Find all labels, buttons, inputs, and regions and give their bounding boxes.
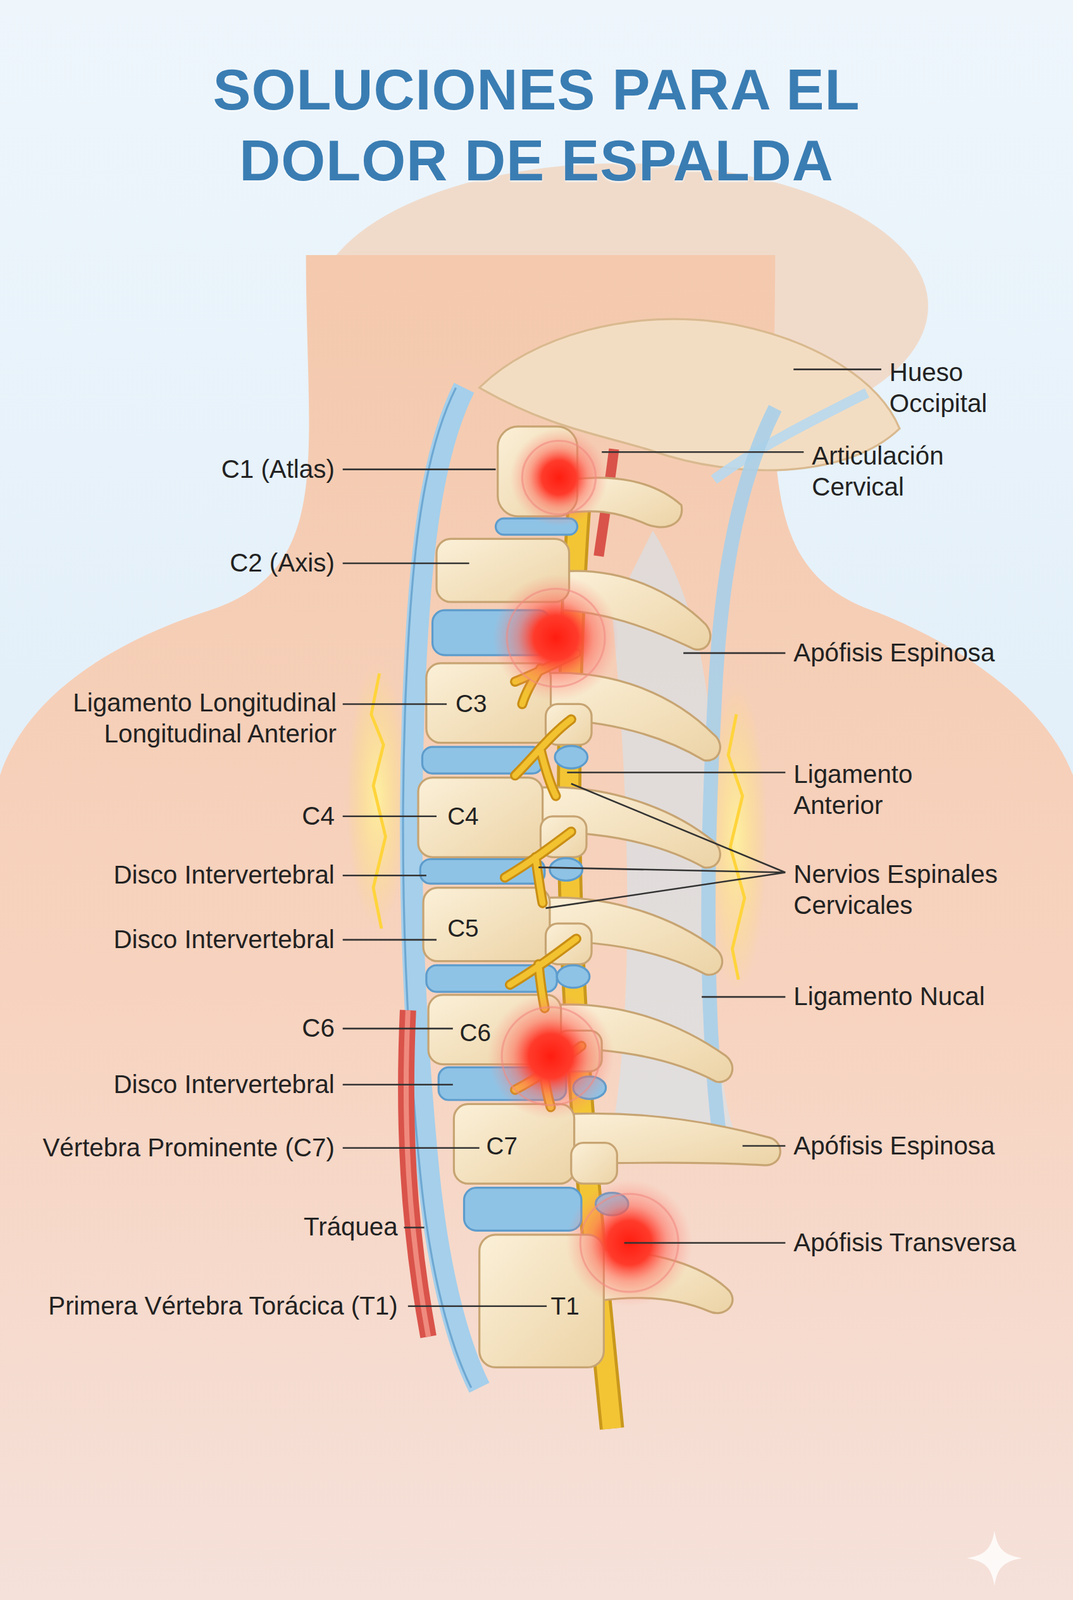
vertebra-label: T1 (551, 1290, 580, 1321)
leader-lines-part (538, 783, 786, 908)
nuchal-ligament-part (708, 408, 776, 1133)
part-label: C2 (Axis) (229, 547, 335, 579)
vertebra-label: C7 (485, 1130, 517, 1161)
leader-lines-part (408, 1304, 547, 1307)
part-label: Ligamento Anterior (793, 758, 998, 821)
part-label: Disco Intervertebral (113, 1068, 335, 1100)
pain-spots-part (521, 440, 596, 514)
vertebrae (418, 426, 781, 1367)
vertebra-label: C4 (447, 800, 479, 831)
part-label: Vértebra Prominente (C7) (42, 1131, 335, 1163)
leader-lines-part (701, 995, 786, 998)
vertebrae-part (535, 787, 720, 868)
vertebra-label: C5 (447, 912, 479, 943)
intervertebral-discs-part (464, 1187, 582, 1231)
part-label: Hueso Occipital (889, 356, 1053, 419)
leader-lines-part (342, 1146, 480, 1149)
pain-spots-part (492, 574, 620, 701)
leader-lines-part (742, 1144, 786, 1147)
vertebrae-part (540, 897, 722, 975)
part-label: Tráquea (303, 1211, 398, 1243)
leader-lines-part (342, 874, 427, 877)
vertebrae-part (423, 887, 550, 962)
part-label: Apófisis Espinosa (793, 1129, 995, 1161)
body-silhouette-part (0, 254, 1073, 1600)
intervertebral-discs-part (556, 964, 590, 987)
leader-lines-part (793, 368, 882, 371)
leader-lines (342, 369, 882, 1306)
pain-spots-part (509, 428, 608, 527)
vertebrae-part (571, 1142, 618, 1184)
leader-lines-part (342, 562, 470, 565)
part-label: Disco Intervertebral (113, 859, 335, 891)
yellow-glow-part (346, 663, 409, 929)
part-label: Primera Vértebra Torácica (T1) (48, 1290, 398, 1322)
leader-lines-part (342, 815, 437, 818)
part-label: Nervios Espinales Cervicales (793, 858, 1049, 921)
body-silhouette (0, 163, 1073, 1600)
leader-lines-part (601, 451, 804, 453)
leader-lines-part (342, 468, 497, 471)
pain-spots-part (501, 1006, 600, 1105)
part-label: Apófisis Espinosa (793, 637, 995, 669)
pain-spots (487, 428, 693, 1306)
spinal-nerves-part-part (514, 719, 572, 796)
leader-lines-part (342, 938, 437, 941)
vertebra-label: C6 (459, 1017, 491, 1048)
spinal-nerves-part-part (514, 719, 572, 796)
leader-lines-part (566, 771, 786, 774)
intervertebral-discs-part (549, 857, 583, 881)
leader-lines-part (342, 1027, 453, 1030)
intervertebral-discs (420, 518, 629, 1230)
vertebrae-part (418, 777, 543, 858)
trachea-part (406, 1009, 429, 1337)
pain-spots-part (506, 588, 605, 687)
part-label: Ligamento Nucal (793, 981, 985, 1013)
part-label: Ligamento Longitudinal Longitudinal Ante… (10, 687, 337, 750)
part-label: Disco Intervertebral (113, 923, 335, 955)
yellow-glow-part (728, 714, 745, 980)
leader-lines-part (342, 702, 447, 705)
intervertebral-discs-part (554, 745, 588, 769)
part-label: Apófisis Transversa (793, 1226, 1017, 1258)
leader-lines-part (403, 1226, 424, 1229)
leader-lines-part (624, 1241, 786, 1244)
vertebra-label: C4 (301, 800, 335, 832)
part-label: C1 (Atlas) (221, 453, 335, 485)
vertebra-label: C3 (455, 688, 487, 719)
pain-spots-part (487, 992, 615, 1120)
leader-lines-part (683, 652, 786, 655)
part-label: Articulación Cervical (811, 440, 1016, 503)
vertebra-label: C6 (301, 1012, 335, 1044)
page-title: SOLUCIONES PARA EL DOLOR DE ESPALDA (156, 54, 917, 197)
trachea-part (406, 1009, 429, 1337)
yellow-glow-part (371, 673, 386, 929)
sparkle-mark (966, 1529, 1022, 1585)
leader-lines-part (342, 1083, 453, 1086)
